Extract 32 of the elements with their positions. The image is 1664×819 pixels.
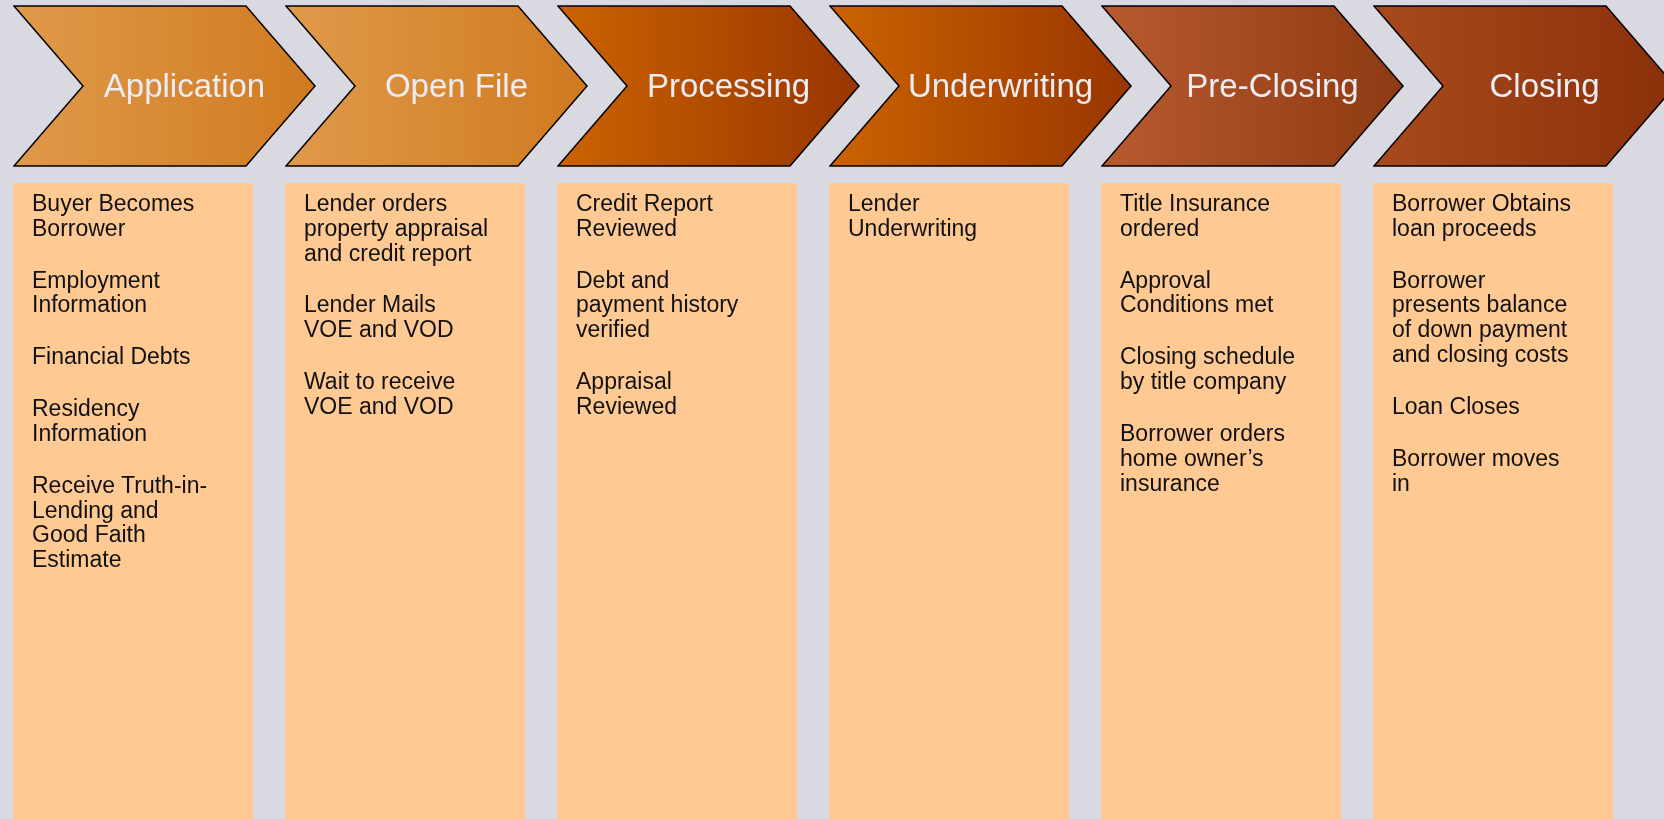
step-column — [1373, 183, 1613, 819]
step-column — [285, 183, 525, 819]
step-text: Debt and payment history verified — [576, 267, 740, 343]
step-text: Wait to receive VOE and VOD — [304, 369, 457, 419]
stage-label: Application — [103, 67, 266, 105]
step-text: Credit Report Reviewed — [576, 191, 714, 241]
step-text: Buyer Becomes Borrower — [32, 191, 196, 241]
stage-label: Underwriting — [907, 67, 1094, 105]
step-text: Approval Conditions met — [1120, 267, 1275, 318]
step-text: Residency Information — [32, 396, 149, 446]
step-text: Borrower Obtains loan proceeds — [1392, 191, 1572, 241]
step-column — [557, 183, 797, 819]
stage-label: Closing — [1489, 67, 1600, 105]
step-text: Borrower moves in — [1392, 445, 1561, 496]
step-text: Lender orders property appraisal and credit report — [304, 191, 489, 266]
step-text: Employment Information — [32, 267, 161, 318]
step-text: Borrower presents balance of down payment and closing costs — [1392, 267, 1570, 367]
step-text: Receive Truth-in-Lending and Good Faith Estimate — [32, 472, 209, 573]
step-text: Loan Closes — [1392, 393, 1521, 419]
step-column — [1101, 183, 1341, 819]
step-text: Lender Mails VOE and VOD — [304, 292, 455, 343]
step-text: Appraisal Reviewed — [576, 369, 678, 419]
step-text: Financial Debts — [32, 344, 192, 370]
stage-label: Processing — [646, 67, 811, 105]
step-column — [13, 183, 253, 819]
step-text: Borrower orders home owner’s insurance — [1120, 420, 1286, 496]
step-text: Lender Underwriting — [848, 191, 979, 241]
step-text: Title Insurance ordered — [1120, 191, 1271, 241]
stage-label: Open File — [384, 67, 529, 105]
step-column — [829, 183, 1069, 819]
stage-label: Pre-Closing — [1186, 67, 1359, 105]
step-text: Closing schedule by title company — [1120, 344, 1297, 394]
